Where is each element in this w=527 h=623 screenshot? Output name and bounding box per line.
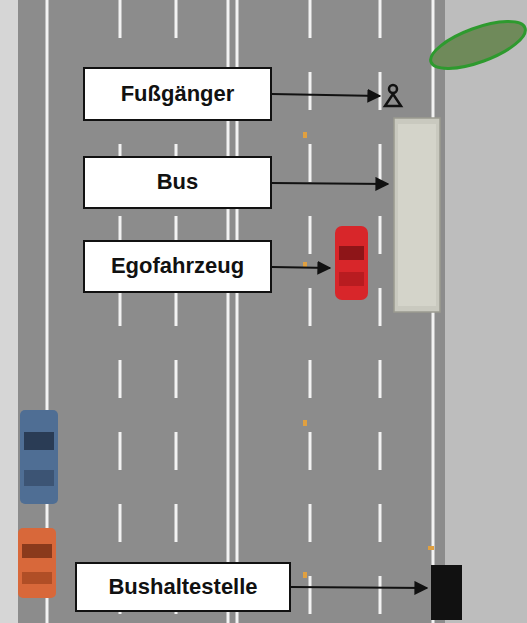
sidewalk [445, 0, 527, 623]
label-text: Bushaltestelle [108, 575, 257, 599]
ego-car [335, 226, 368, 300]
leader-arrows [272, 94, 427, 588]
blue-car [20, 410, 58, 504]
road-surface [18, 0, 445, 623]
label-text: Fußgänger [121, 82, 235, 106]
tree [425, 12, 527, 78]
label-box: Bushaltestelle [75, 562, 291, 612]
label-text: Egofahrzeug [111, 254, 244, 278]
label-box: Bus [83, 156, 272, 209]
pedestrian-symbol [385, 85, 401, 106]
label-text: Bus [157, 170, 199, 194]
lane-markings [47, 0, 433, 623]
bus-shape [394, 118, 440, 312]
label-box: Fußgänger [83, 67, 272, 121]
bus-stop-shape [431, 565, 462, 620]
orange-car [18, 528, 56, 598]
label-box: Egofahrzeug [83, 240, 272, 293]
